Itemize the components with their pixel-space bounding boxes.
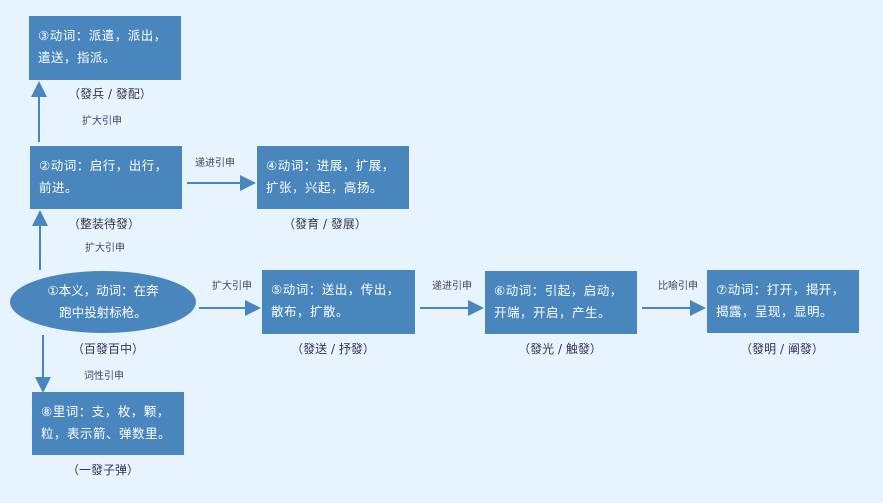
- caption-4: （發育 / 發展）: [283, 217, 367, 231]
- node-text: 散布，扩散。: [271, 304, 350, 319]
- caption-6: （發光 / 触發）: [518, 342, 602, 356]
- caption-8: （一發子弹）: [66, 463, 140, 477]
- caption-5: （發送 / 抒發）: [291, 342, 375, 356]
- node-text: ⑦动词：打开，揭开，: [716, 282, 845, 297]
- node-text: 前进。: [39, 180, 79, 195]
- caption-7: （發明 / 阐發）: [740, 342, 824, 356]
- node-text: 粒，表示箭、弹数里。: [41, 426, 172, 441]
- node-7: ⑦动词：打开，揭开， 揭露，呈现，显明。: [707, 270, 859, 333]
- node-text: ④动词：进展，扩展，: [266, 158, 395, 173]
- node-text: 开端，开启，产生。: [494, 305, 612, 320]
- node-5: ⑤动词：送出，传出， 散布，扩散。: [262, 270, 415, 334]
- edge-label-2-3: 扩大引申: [82, 116, 122, 127]
- node-text: ①本义，动词：在奔: [47, 283, 159, 298]
- node-4: ④动词：进展，扩展， 扩张，兴起，高扬。: [257, 146, 409, 209]
- edge-label-1-5: 扩大引申: [212, 281, 252, 292]
- edge-label-1-2: 扩大引申: [85, 243, 125, 254]
- node-8: ⑧里词：支，枚，颗， 粒，表示箭、弹数里。: [32, 392, 184, 455]
- node-text: 扩张，兴起，高扬。: [266, 180, 384, 195]
- node-6: ⑥动词：引起，启动， 开端，开启，产生。: [485, 271, 637, 334]
- node-text: ⑥动词：引起，启动，: [494, 283, 623, 298]
- node-2: ②动词：启行，出行， 前进。: [30, 146, 182, 209]
- caption-1: （百發百中）: [71, 342, 145, 356]
- edge-label-6-7: 比喻引申: [658, 281, 698, 292]
- edge-label-1-8: 词性引申: [84, 371, 124, 382]
- node-text: ⑤动词：送出，传出，: [271, 282, 400, 297]
- node-text: 遣送，指派。: [38, 50, 117, 65]
- node-text: ②动词：启行，出行，: [39, 158, 168, 173]
- edge-label-2-4: 递进引申: [195, 158, 235, 169]
- edge-label-5-6: 递进引申: [432, 281, 472, 292]
- node-text: 揭露，呈现，显明。: [716, 304, 834, 319]
- node-1: ①本义，动词：在奔跑中投射标枪。: [10, 271, 196, 333]
- caption-2: （整装待發）: [67, 217, 141, 231]
- node-text: 跑中投射标枪。: [59, 305, 147, 320]
- caption-3: （發兵 / 發配）: [68, 87, 152, 101]
- node-text: ③动词：派遣，派出，: [38, 28, 167, 43]
- node-3: ③动词：派遣，派出， 遣送，指派。: [29, 16, 181, 80]
- node-text: ⑧里词：支，枚，颗，: [41, 404, 170, 419]
